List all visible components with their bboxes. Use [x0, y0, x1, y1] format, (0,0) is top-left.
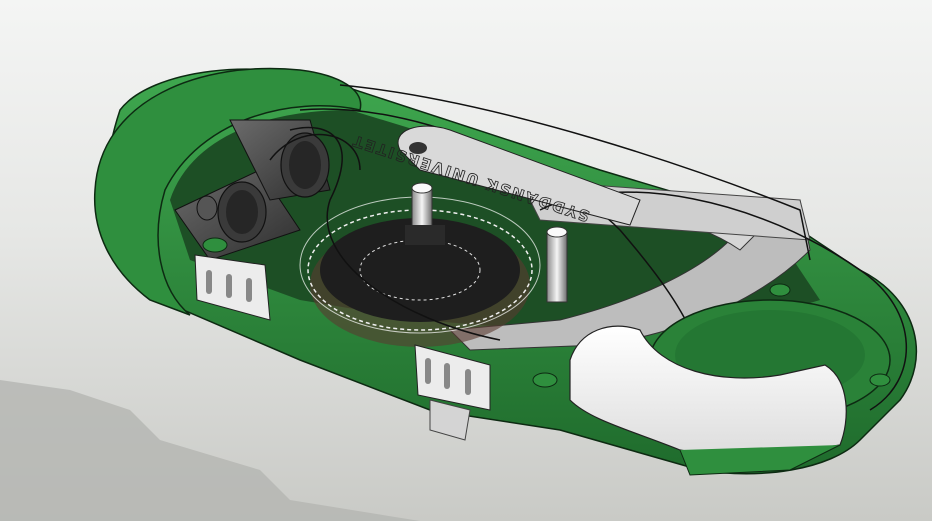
white-clip [569, 325, 847, 461]
front-cap [93, 67, 362, 316]
transparent-shell [269, 84, 908, 421]
transparent-drum [299, 196, 541, 347]
steel-pins [405, 182, 568, 303]
connector-left [194, 254, 271, 321]
floor-shadow [0, 380, 420, 521]
tube-assembly [174, 119, 331, 261]
connector-right [414, 344, 491, 441]
housing-posts [202, 237, 891, 388]
